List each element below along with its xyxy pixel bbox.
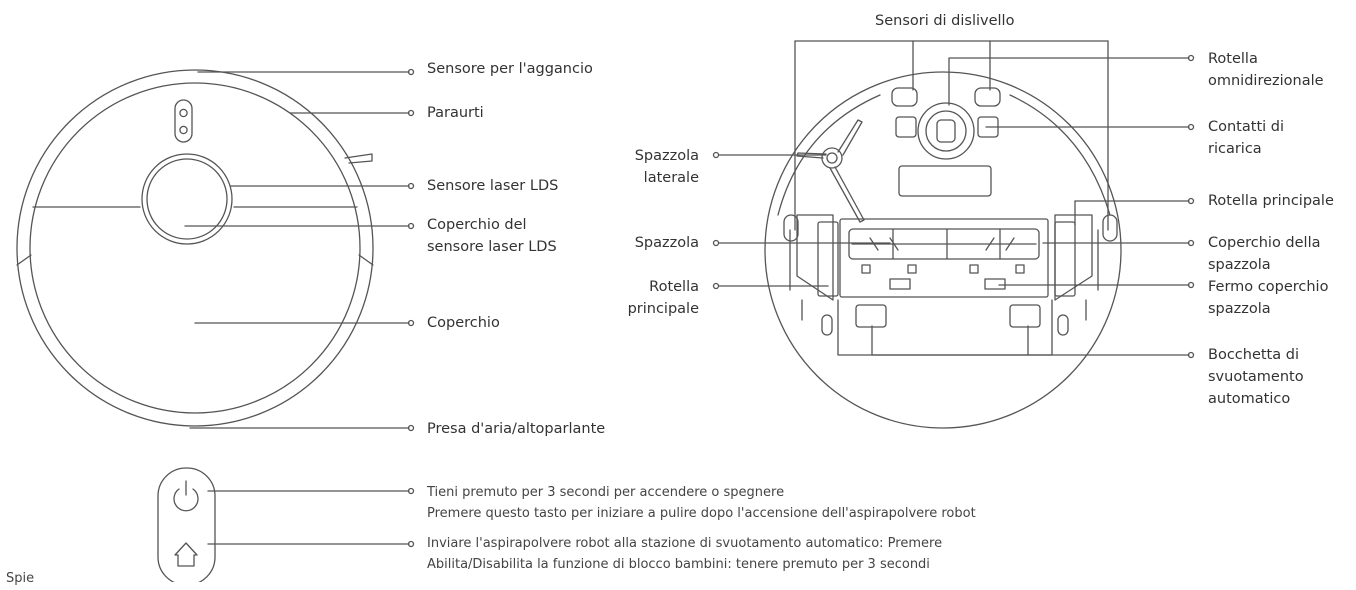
label-omni-wheel: Rotella omnidirezionale [1208,51,1324,89]
label-lds-sensor: Sensore laser LDS [427,178,559,194]
label-brush-cover-latch: Fermo coperchio spazzola [1208,279,1329,317]
label-main-wheel-right: Rotella principale [1208,193,1334,209]
label-side-brush: Spazzola laterale [634,148,699,186]
label-bumper: Paraurti [427,105,484,121]
leaders-bottom-view [712,40,1195,359]
label-auto-empty-port: Bocchetta di svuotamento automatico [1208,347,1304,407]
leaders-top-view [184,68,415,548]
power-icon [173,480,199,512]
button-panel [157,467,216,582]
label-power-line1: Tieni premuto per 3 secondi per accender… [427,485,785,500]
label-dock-sensor: Sensore per l'aggancio [427,61,593,77]
label-cover: Coperchio [427,315,500,331]
label-brush-cover: Coperchio della spazzola [1208,235,1321,273]
label-air-outlet: Presa d'aria/altoparlante [427,421,606,437]
label-spie: Spie [6,571,35,586]
robot-bottom-view [764,71,1122,429]
label-lds-cover: Coperchio del sensore laser LDS [427,217,557,255]
home-icon [174,542,198,567]
label-home-line1: Inviare l'aspirapolvere robot alla stazi… [427,536,943,551]
robot-top-view [16,69,374,427]
label-main-wheel-left: Rotella principale [627,279,699,317]
label-cliff-sensors: Sensori di dislivello [875,13,1015,29]
label-charging-contacts: Contatti di ricarica [1208,119,1284,157]
label-power-line2: Premere questo tasto per iniziare a puli… [427,506,976,521]
label-home-line2: Abilita/Disabilita la funzione di blocco… [427,557,930,572]
label-main-brush: Spazzola [634,235,699,251]
